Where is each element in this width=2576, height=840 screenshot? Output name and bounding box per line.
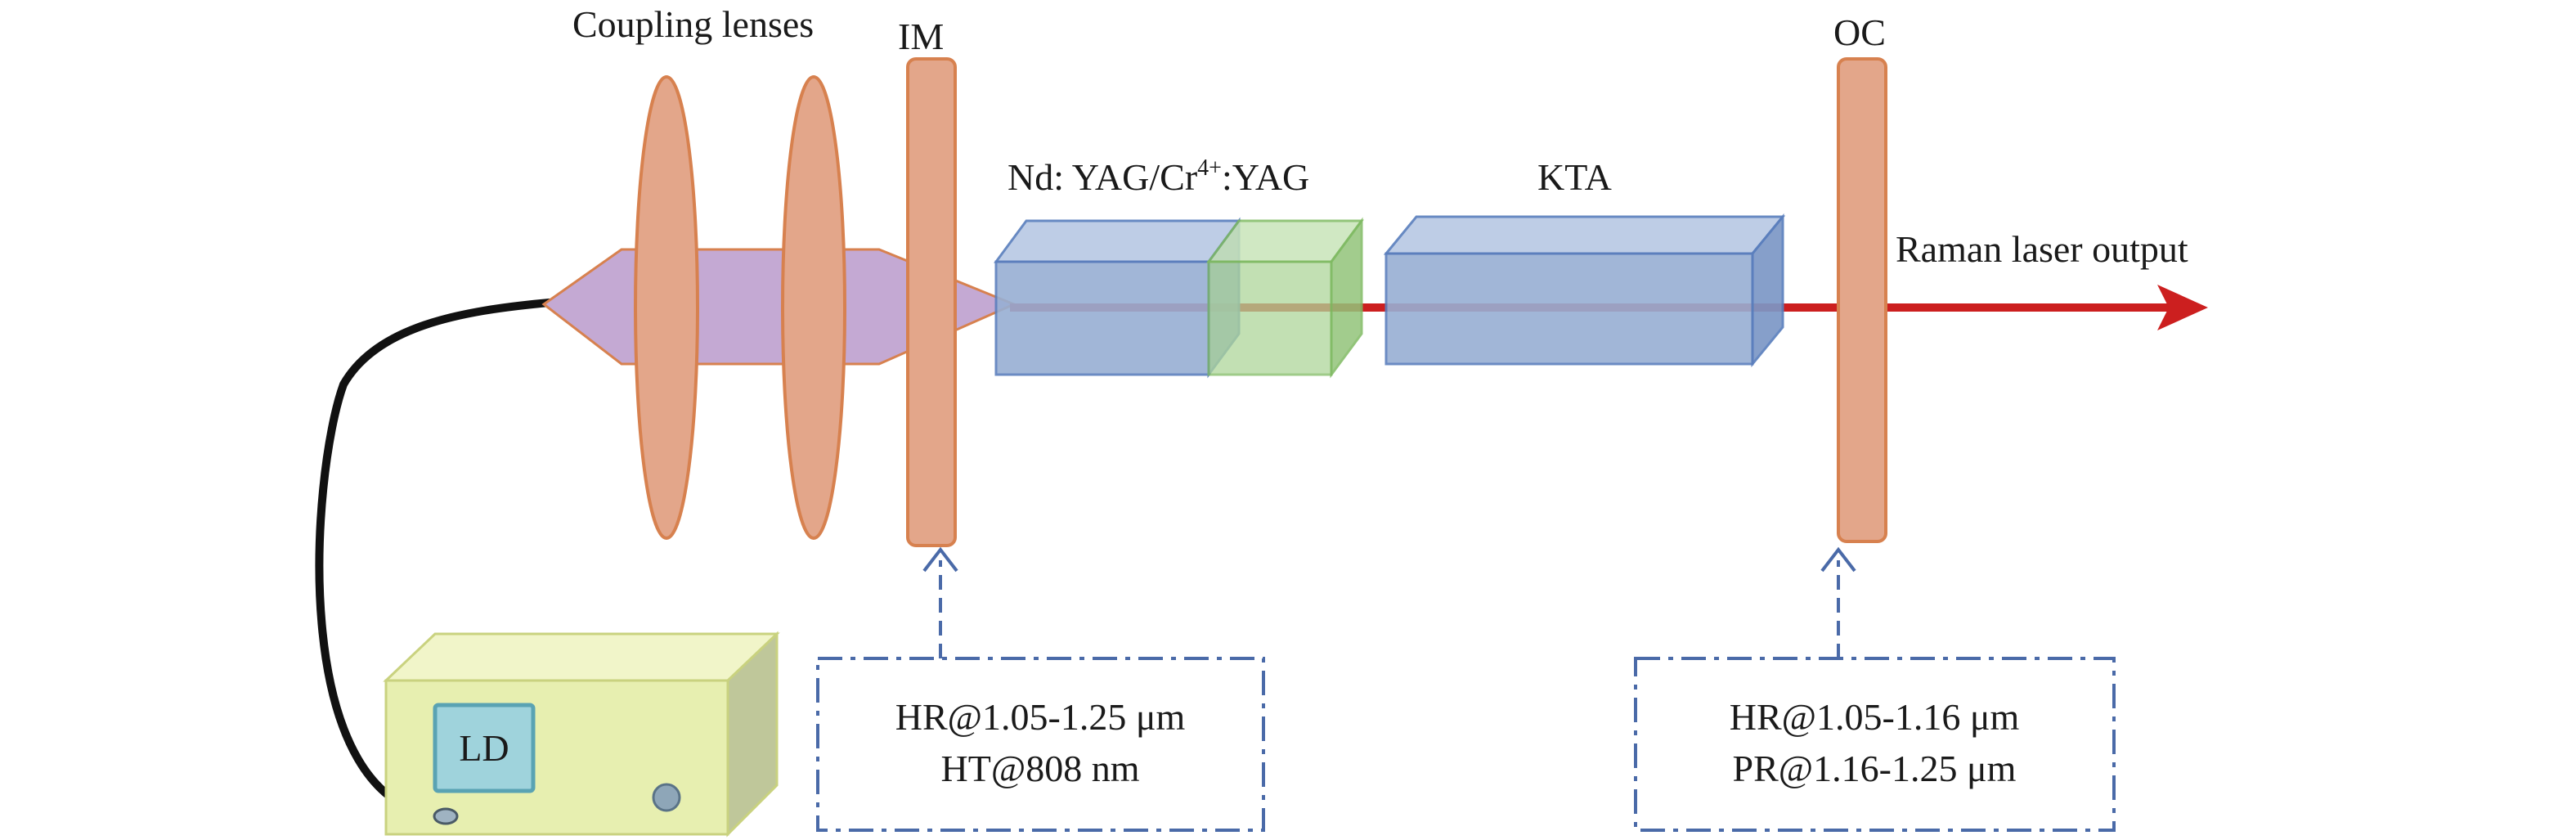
im-label: IM [898, 16, 944, 57]
im-coating-line-1: HR@1.05-1.25 μm [895, 696, 1186, 738]
cr-yag-absorber [1206, 217, 1364, 379]
oc-coating-line-2: PR@1.16-1.25 μm [1733, 748, 2017, 789]
kta-crystal [1383, 213, 1786, 368]
crystal-label: Nd: YAG/Cr4+:YAG [1008, 155, 1309, 198]
coupling-lens-1 [634, 75, 699, 540]
optical-fiber [315, 299, 554, 820]
laser-beam-arrowhead [2157, 285, 2208, 330]
coupling-lens-2 [781, 75, 846, 540]
oc-coating-line-1: HR@1.05-1.16 μm [1730, 696, 2020, 738]
output-label: Raman laser output [1896, 228, 2188, 270]
kta-label: KTA [1537, 156, 1612, 198]
im-arrowhead [922, 546, 958, 573]
im-coating-box [816, 657, 1265, 832]
ld-knob [652, 783, 681, 812]
ld-unit [383, 631, 780, 838]
oc-coating-box [1634, 657, 2116, 832]
ld-label: LD [459, 727, 509, 769]
im-coating-line-2: HT@808 nm [941, 748, 1140, 789]
coupling-lenses-label: Coupling lenses [572, 3, 814, 45]
nd-yag-crystal [994, 217, 1241, 379]
oc-arrowhead [1820, 546, 1856, 573]
output-coupler [1837, 57, 1887, 543]
input-mirror [906, 57, 957, 547]
ld-chip [433, 703, 536, 793]
fiber-connector [433, 807, 459, 825]
oc-label: OC [1833, 11, 1886, 53]
